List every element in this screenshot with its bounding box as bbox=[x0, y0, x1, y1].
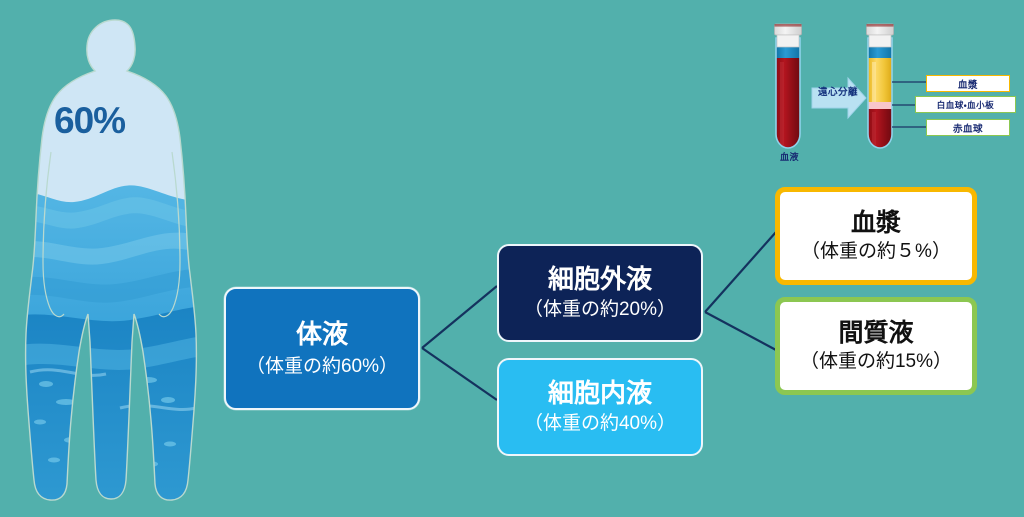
fraction-label-wbc-platelets: 白血球・血小板 bbox=[915, 96, 1016, 113]
blood-centrifugation-illustration bbox=[768, 22, 1018, 174]
fraction-label-rbc: 赤血球 bbox=[926, 119, 1010, 136]
centrifuge-arrow-label: 遠心分離 bbox=[818, 87, 859, 98]
connector-taieki-to-gaieki bbox=[421, 285, 498, 349]
node-plasma-subtitle: （体重の約５%） bbox=[801, 241, 951, 263]
tube-separated-blood bbox=[866, 23, 894, 149]
centrifuge-arrow-shape bbox=[811, 76, 867, 120]
node-intracellular-fluid[interactable]: 細胞内液 （体重の約40%） bbox=[497, 358, 703, 456]
node-body-fluid[interactable]: 体液 （体重の約60%） bbox=[224, 287, 420, 410]
node-body-fluid-title: 体液 bbox=[295, 318, 348, 349]
node-interstitial-fluid[interactable]: 間質液 （体重の約15%） bbox=[775, 297, 977, 395]
node-intracellular-fluid-subtitle: （体重の約40%） bbox=[523, 413, 677, 435]
connector-gaieki-to-kessho bbox=[704, 231, 777, 313]
node-extracellular-fluid[interactable]: 細胞外液 （体重の約20%） bbox=[497, 244, 703, 342]
connector-gaieki-to-kanshitsueki bbox=[704, 311, 777, 351]
node-plasma[interactable]: 血漿 （体重の約５%） bbox=[775, 187, 977, 285]
node-plasma-title: 血漿 bbox=[850, 208, 901, 237]
node-intracellular-fluid-title: 細胞内液 bbox=[547, 378, 652, 409]
human-body-water-illustration: 60% bbox=[10, 12, 220, 512]
fraction-leader-lines bbox=[892, 81, 926, 128]
body-water-percent-label: 60% bbox=[54, 100, 126, 141]
whole-blood-caption: 血液 bbox=[780, 152, 800, 162]
node-interstitial-fluid-title: 間質液 bbox=[838, 318, 914, 347]
fraction-label-plasma: 血漿 bbox=[926, 75, 1010, 92]
connector-taieki-to-naieki bbox=[421, 347, 498, 401]
node-extracellular-fluid-title: 細胞外液 bbox=[547, 264, 652, 295]
node-extracellular-fluid-subtitle: （体重の約20%） bbox=[523, 299, 677, 321]
node-body-fluid-subtitle: （体重の約60%） bbox=[245, 355, 399, 377]
node-interstitial-fluid-subtitle: （体重の約15%） bbox=[799, 351, 953, 373]
tube-whole-blood bbox=[774, 23, 802, 149]
